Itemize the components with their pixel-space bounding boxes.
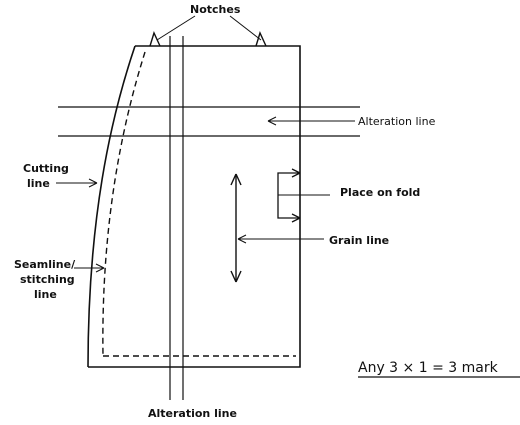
seamline-label-3: line: [34, 288, 57, 301]
place-on-fold-arrowhead-top: [291, 168, 301, 178]
alteration-line-bottom-label: Alteration line: [148, 407, 237, 420]
alteration-line-top-label: Alteration line: [358, 115, 436, 128]
grain-line-pointer-arrowhead: [237, 234, 247, 244]
place-on-fold-label: Place on fold: [340, 186, 420, 199]
cutting-line-label-2: line: [27, 177, 50, 190]
cutting-line-label-1: Cutting: [23, 162, 69, 175]
seamline-curve: [102, 51, 146, 357]
pattern-outline: [88, 45, 301, 368]
seamline-label-1: Seamline/: [14, 258, 76, 271]
notches-pointer-right: [229, 15, 262, 41]
cutting-line-arrowhead: [88, 178, 98, 188]
cutting-line: [87, 45, 136, 368]
seamline-arrowhead: [95, 263, 105, 273]
notches-pointer-left: [156, 15, 196, 41]
place-on-fold-arrowhead-bottom: [291, 213, 301, 223]
marks-annotation: Any 3 × 1 = 3 mark: [358, 360, 499, 376]
grain-line-label: Grain line: [329, 234, 389, 247]
grain-line-arrowhead-bottom: [230, 270, 242, 283]
grain-line-arrowhead-top: [230, 173, 242, 186]
notch-right: [255, 31, 267, 47]
seamline-label-2: stitching: [20, 273, 75, 286]
notch-left: [149, 31, 161, 47]
notches-label: Notches: [190, 3, 241, 16]
alteration-top-arrowhead: [267, 116, 277, 126]
